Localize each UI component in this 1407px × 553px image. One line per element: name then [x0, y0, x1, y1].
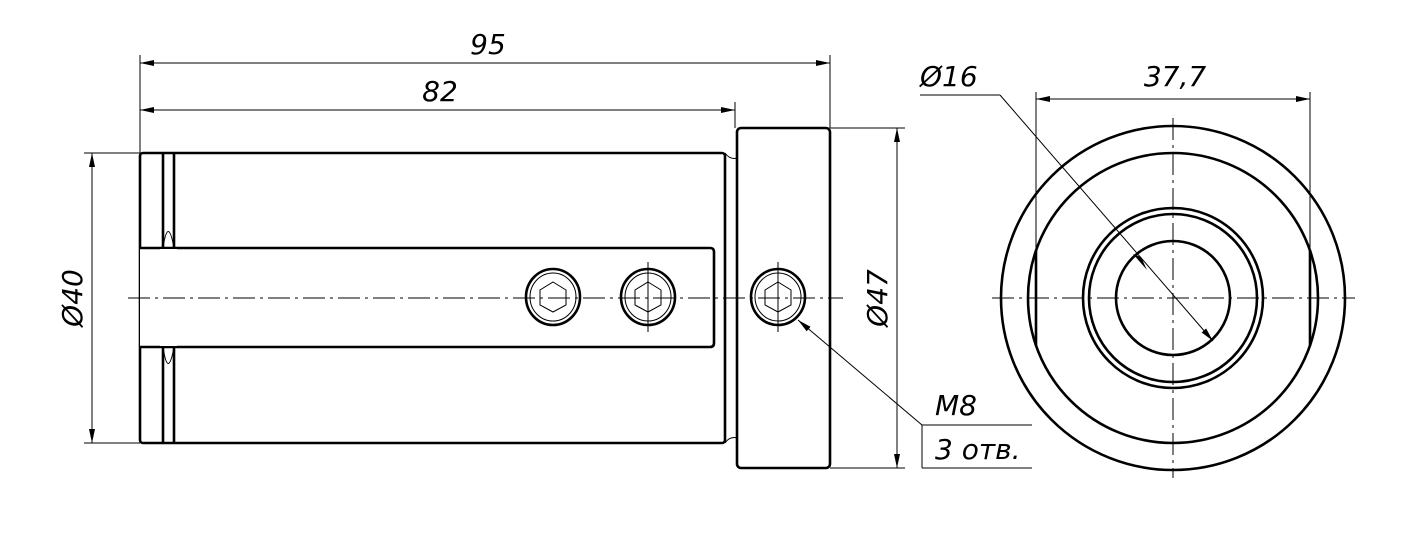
- side-view: 37,7 Ø16: [919, 60, 1355, 478]
- leader-line: [999, 94, 1214, 342]
- front-view: 95 82 Ø40 Ø47 M8 3 отв.: [56, 28, 1032, 470]
- dim-overall-length: 95: [470, 28, 506, 61]
- leader-line: [797, 319, 923, 426]
- screw: [619, 262, 677, 332]
- dim-body-diameter: Ø40: [56, 269, 89, 328]
- hex-socket-icon: [539, 281, 567, 313]
- screw: [749, 262, 807, 332]
- callout-thread: M8: [935, 389, 977, 422]
- groove-ends: [162, 231, 175, 364]
- dim-bore-diameter: Ø16: [919, 60, 978, 93]
- callout-count: 3 отв.: [935, 433, 1021, 466]
- dim-body-length: 82: [422, 75, 458, 108]
- dim-flange-diameter: Ø47: [861, 269, 894, 328]
- screw: [524, 267, 582, 327]
- dim-flat-width: 37,7: [1144, 60, 1207, 93]
